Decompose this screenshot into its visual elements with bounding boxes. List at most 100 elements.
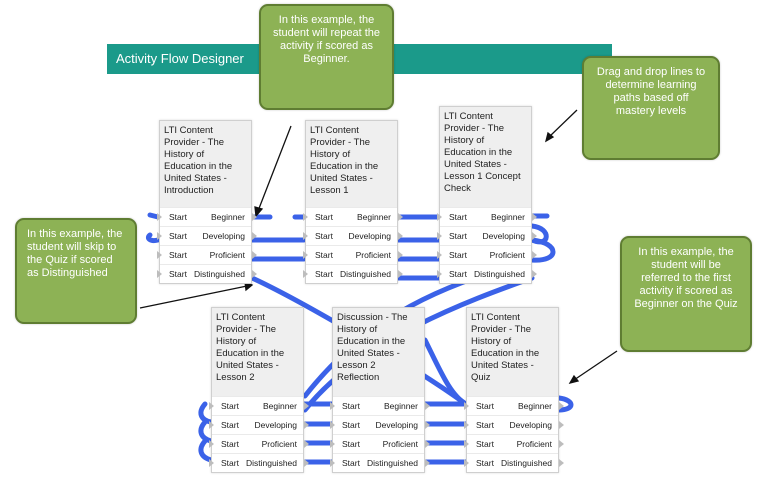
input-port-icon[interactable]: [157, 251, 162, 259]
input-port-icon[interactable]: [157, 232, 162, 240]
output-port-icon[interactable]: [559, 459, 564, 467]
output-port-icon[interactable]: [252, 270, 257, 278]
row-level-label: Proficient: [382, 439, 418, 449]
row-start-label: Start: [169, 212, 187, 222]
flow-link[interactable]: [529, 223, 549, 245]
input-port-icon[interactable]: [464, 421, 469, 429]
row-start-label: Start: [221, 439, 239, 449]
input-port-icon[interactable]: [209, 402, 214, 410]
input-port-icon[interactable]: [437, 270, 442, 278]
input-port-icon[interactable]: [437, 213, 442, 221]
flow-link[interactable]: [198, 419, 214, 444]
output-port-icon[interactable]: [304, 459, 309, 467]
output-port-icon[interactable]: [398, 270, 403, 278]
output-port-icon[interactable]: [398, 232, 403, 240]
output-port-icon[interactable]: [252, 213, 257, 221]
flow-link[interactable]: [145, 232, 161, 243]
input-port-icon[interactable]: [330, 440, 335, 448]
row-start-label: Start: [449, 250, 467, 260]
node-title: LTI Content Provider - The History of Ed…: [440, 107, 531, 207]
input-port-icon[interactable]: [330, 421, 335, 429]
node-title: LTI Content Provider - The History of Ed…: [212, 308, 303, 396]
input-port-icon[interactable]: [303, 213, 308, 221]
input-port-icon[interactable]: [209, 421, 214, 429]
input-port-icon[interactable]: [209, 440, 214, 448]
output-port-icon[interactable]: [398, 251, 403, 259]
output-port-icon[interactable]: [304, 402, 309, 410]
input-port-icon[interactable]: [303, 270, 308, 278]
activity-node-concept-check[interactable]: LTI Content Provider - The History of Ed…: [437, 106, 537, 284]
input-port-icon[interactable]: [330, 459, 335, 467]
input-port-icon[interactable]: [303, 251, 308, 259]
output-port-icon[interactable]: [425, 440, 430, 448]
row-start-label: Start: [169, 231, 187, 241]
input-port-icon[interactable]: [464, 459, 469, 467]
activity-node-introduction[interactable]: LTI Content Provider - The History of Ed…: [157, 120, 257, 284]
row-level-label: Beginner: [517, 401, 552, 411]
input-port-icon[interactable]: [303, 232, 308, 240]
flow-link[interactable]: [198, 401, 214, 425]
output-port-icon[interactable]: [252, 232, 257, 240]
output-port-icon[interactable]: [532, 270, 537, 278]
activity-node-lesson-2[interactable]: LTI Content Provider - The History of Ed…: [209, 307, 309, 473]
flow-link[interactable]: [422, 337, 469, 407]
flow-link[interactable]: [147, 212, 161, 220]
output-port-icon[interactable]: [559, 440, 564, 448]
output-port-icon[interactable]: [304, 440, 309, 448]
output-port-icon[interactable]: [304, 421, 309, 429]
activity-node-lesson-1[interactable]: LTI Content Provider - The History of Ed…: [303, 120, 403, 284]
output-port-icon[interactable]: [252, 251, 257, 259]
row-level-label: Distinguished: [473, 269, 525, 279]
output-port-icon[interactable]: [532, 251, 537, 259]
input-port-icon[interactable]: [437, 251, 442, 259]
input-port-icon[interactable]: [437, 232, 442, 240]
input-port-icon[interactable]: [464, 402, 469, 410]
input-port-icon[interactable]: [157, 270, 162, 278]
row-level-label: Developing: [348, 231, 391, 241]
row-start-label: Start: [449, 231, 467, 241]
output-port-icon[interactable]: [559, 402, 564, 410]
activity-node-quiz[interactable]: LTI Content Provider - The History of Ed…: [464, 307, 564, 473]
input-port-icon[interactable]: [464, 440, 469, 448]
callout-text: Drag and drop lines to determine learnin…: [596, 66, 706, 117]
output-port-icon[interactable]: [532, 213, 537, 221]
activity-node-lesson-2-reflection[interactable]: Discussion - The History of Education in…: [330, 307, 430, 473]
input-port-icon[interactable]: [330, 402, 335, 410]
output-port-icon[interactable]: [425, 459, 430, 467]
output-port-icon[interactable]: [425, 421, 430, 429]
output-port-icon[interactable]: [532, 232, 537, 240]
output-port-icon[interactable]: [425, 402, 430, 410]
callout-text: In this example, the student will repeat…: [272, 14, 380, 65]
output-port-icon[interactable]: [398, 213, 403, 221]
row-level-label: Developing: [375, 420, 418, 430]
flow-link[interactable]: [198, 438, 214, 463]
output-port-icon[interactable]: [559, 421, 564, 429]
input-port-icon[interactable]: [209, 459, 214, 467]
input-port-icon[interactable]: [157, 213, 162, 221]
app-title: Activity Flow Designer: [116, 51, 244, 66]
